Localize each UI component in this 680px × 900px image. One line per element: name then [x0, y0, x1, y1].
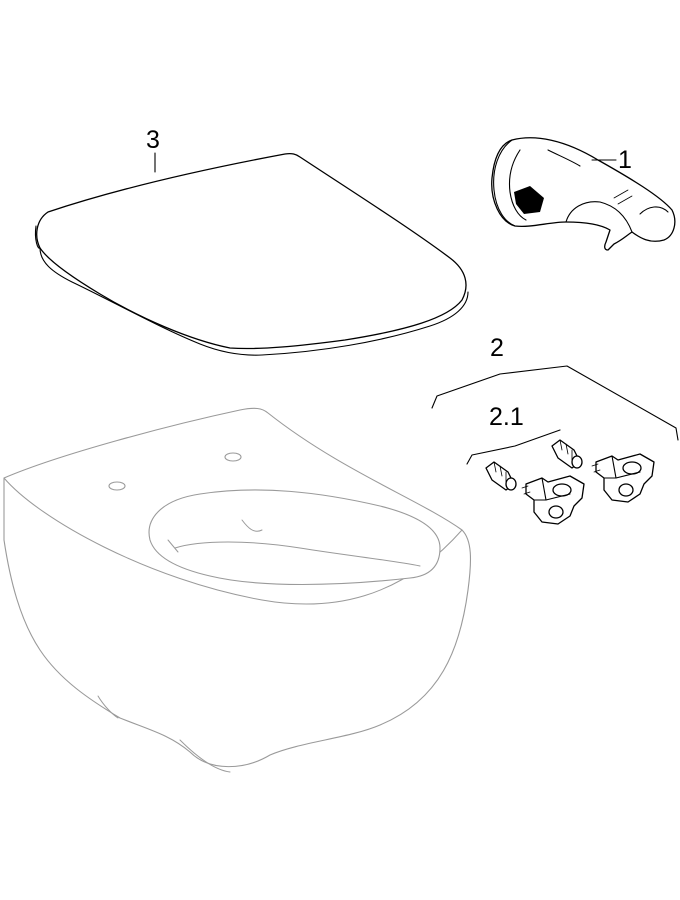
callout-1: 1 — [618, 146, 632, 174]
wc-bowl-illustration — [3, 407, 471, 773]
hinge-cover-illustration — [491, 137, 676, 251]
callout-3: 3 — [146, 126, 160, 154]
hinge-fixing-set-illustration — [485, 439, 655, 525]
callout-leaders — [154, 152, 679, 465]
bracket-part-2 — [431, 365, 679, 441]
seat-lid-illustration — [34, 152, 469, 356]
bracket-part-2-1 — [466, 429, 561, 465]
callout-2-1: 2.1 — [489, 403, 524, 431]
callout-2: 2 — [490, 334, 504, 362]
